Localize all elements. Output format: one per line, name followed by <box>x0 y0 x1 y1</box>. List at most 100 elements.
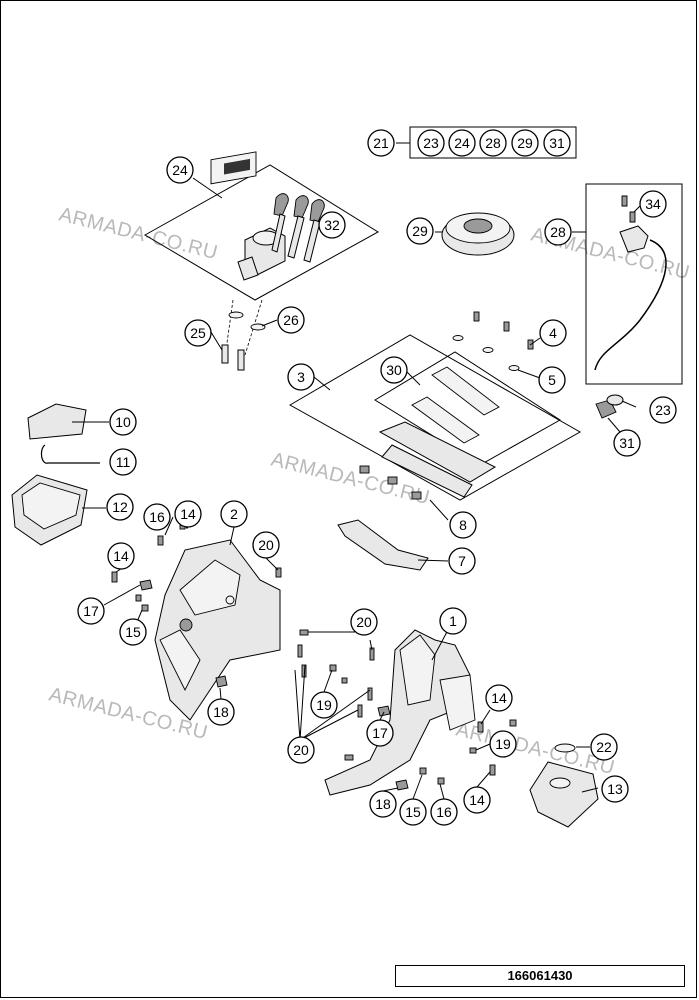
callout-17: 17 <box>77 597 105 625</box>
callout-15: 15 <box>399 798 427 826</box>
svg-text:16: 16 <box>149 509 165 525</box>
svg-text:17: 17 <box>372 725 388 741</box>
svg-text:3: 3 <box>297 369 305 385</box>
svg-text:19: 19 <box>316 697 332 713</box>
key-set <box>271 193 325 263</box>
svg-text:7: 7 <box>458 553 466 569</box>
callout-31: 31 <box>543 129 571 157</box>
right-bracket <box>294 629 517 796</box>
svg-text:16: 16 <box>436 804 452 820</box>
callout-18: 18 <box>207 698 235 726</box>
left-side-parts <box>11 403 109 546</box>
svg-text:20: 20 <box>258 537 274 553</box>
callout-23: 23 <box>417 129 445 157</box>
svg-text:13: 13 <box>607 781 623 797</box>
document-number: 166061430 <box>395 965 685 987</box>
socket-cap <box>606 394 624 406</box>
callout-34: 34 <box>639 190 667 218</box>
callout-25: 25 <box>184 319 212 347</box>
callout-30: 30 <box>380 356 408 384</box>
svg-text:23: 23 <box>423 135 439 151</box>
svg-text:12: 12 <box>112 499 128 515</box>
callout-14: 14 <box>107 542 135 570</box>
svg-text:24: 24 <box>454 135 470 151</box>
svg-text:28: 28 <box>485 135 501 151</box>
callout-29: 29 <box>511 129 539 157</box>
cable-kit-box <box>585 183 683 385</box>
bracket-main <box>324 629 471 796</box>
callout-13: 13 <box>601 775 629 803</box>
svg-text:15: 15 <box>405 804 421 820</box>
fuel-filler-cap <box>435 212 515 256</box>
callout-7: 7 <box>448 547 476 575</box>
leader-lines <box>219 669 491 800</box>
svg-text:18: 18 <box>375 796 391 812</box>
callout-16: 16 <box>143 503 171 531</box>
callout-28: 28 <box>479 129 507 157</box>
svg-text:18: 18 <box>213 704 229 720</box>
release-cable <box>594 239 667 371</box>
callout-14: 14 <box>485 684 513 712</box>
left-bracket <box>103 516 282 721</box>
callout-26: 26 <box>277 306 305 334</box>
callout-28: 28 <box>544 218 572 246</box>
svg-text:1: 1 <box>449 613 457 629</box>
ignition-lock-group <box>143 151 379 371</box>
svg-text:21: 21 <box>373 135 389 151</box>
ignition-lock-kit-box <box>143 164 379 301</box>
svg-text:22: 22 <box>596 739 612 755</box>
svg-text:31: 31 <box>619 435 635 451</box>
svg-text:20: 20 <box>356 614 372 630</box>
callout-4: 4 <box>539 319 567 347</box>
cap-release-cable-group <box>572 183 683 385</box>
svg-text:2: 2 <box>230 506 238 522</box>
svg-text:19: 19 <box>495 736 511 752</box>
svg-text:31: 31 <box>549 135 565 151</box>
washer <box>228 311 244 319</box>
callout-24: 24 <box>166 156 194 184</box>
screw-set <box>452 311 534 371</box>
callout-21: 21 <box>367 129 395 157</box>
callout-11: 11 <box>109 448 137 476</box>
callout-23: 23 <box>649 396 677 424</box>
kit-header <box>396 126 577 159</box>
o-ring <box>554 743 576 753</box>
callout-20: 20 <box>252 531 280 559</box>
flange-insert <box>381 444 473 498</box>
retaining-wire <box>40 444 100 464</box>
callout-22: 22 <box>590 733 618 761</box>
tank-cover-group <box>288 311 582 521</box>
callout-1: 1 <box>439 607 467 635</box>
washer <box>250 323 266 331</box>
spacer-set <box>359 465 422 500</box>
filler-flange <box>378 421 497 483</box>
svg-text:15: 15 <box>125 624 141 640</box>
callout-3: 3 <box>287 363 315 391</box>
svg-text:30: 30 <box>386 362 402 378</box>
left-fasteners <box>111 519 282 688</box>
gasket <box>431 366 500 416</box>
watermark: ARMADA-CO.RU <box>57 204 220 265</box>
svg-text:25: 25 <box>190 325 206 341</box>
callout-19: 19 <box>310 691 338 719</box>
callout-8: 8 <box>449 511 477 539</box>
callout-20: 20 <box>350 608 378 636</box>
svg-text:14: 14 <box>113 548 129 564</box>
callout-5: 5 <box>538 366 566 394</box>
callout-10: 10 <box>109 408 137 436</box>
svg-text:20: 20 <box>293 742 309 758</box>
svg-text:8: 8 <box>459 517 467 533</box>
svg-text:11: 11 <box>116 454 131 470</box>
svg-text:4: 4 <box>549 325 557 341</box>
right-side-cover <box>529 743 599 828</box>
svg-text:24: 24 <box>172 162 188 178</box>
svg-text:17: 17 <box>83 603 99 619</box>
callouts: 21 23 24 28 29 31 24 32 29 28 34 25 26 4… <box>77 129 677 826</box>
callout-32: 32 <box>318 211 346 239</box>
svg-text:14: 14 <box>491 690 507 706</box>
tank-cover-plate <box>337 519 449 571</box>
callout-17: 17 <box>366 719 394 747</box>
code-card-barcode <box>224 158 250 175</box>
